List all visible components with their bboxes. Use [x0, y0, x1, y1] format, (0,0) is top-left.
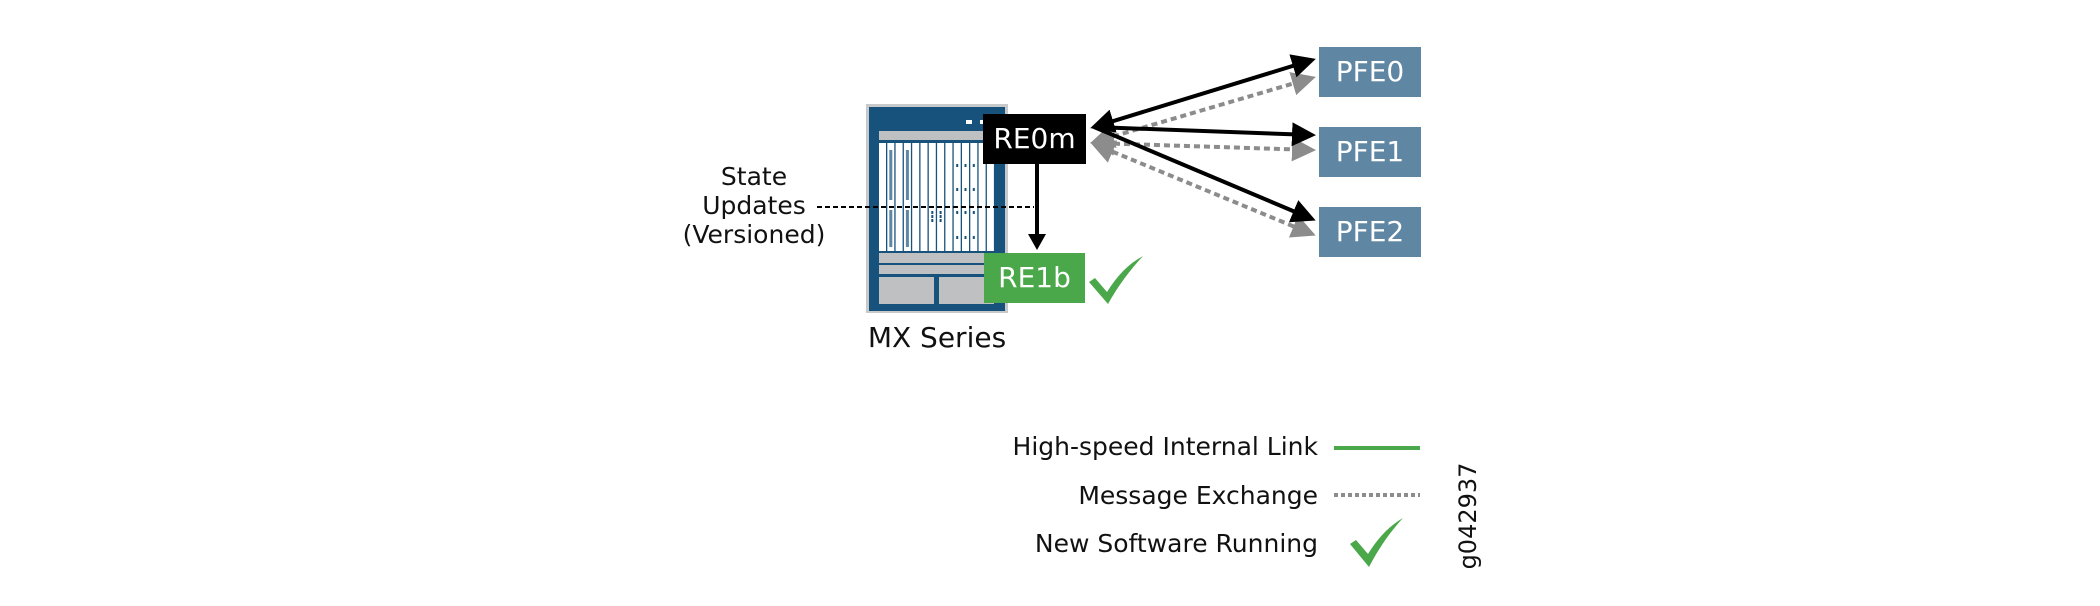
chassis-led [972, 211, 975, 214]
chassis-slot [895, 143, 903, 251]
device-label: MX Series [868, 321, 1006, 354]
chassis-led [972, 164, 975, 167]
chassis-led [972, 236, 975, 239]
chassis-psu [879, 277, 934, 304]
pfe2-node[interactable]: PFE2 [1319, 207, 1421, 257]
re0m-label: RE0m [993, 122, 1075, 155]
checkmark-icon [1089, 256, 1143, 304]
link-re0m-pfe2 [1093, 125, 1316, 223]
pfe0-label: PFE0 [1336, 55, 1405, 88]
chassis-card-detail [889, 210, 893, 247]
chassis-slot [937, 143, 945, 251]
chassis-led [956, 236, 959, 239]
message-exchange-pfe1 [1090, 131, 1316, 162]
figure-id: g042937 [1454, 463, 1482, 570]
pfe1-box[interactable] [1319, 127, 1421, 177]
chassis-led [931, 211, 934, 214]
state-updates-line3: (Versioned) [683, 220, 826, 249]
chassis-slot [978, 143, 986, 251]
re0m-node[interactable]: RE0m [983, 114, 1086, 164]
chassis-slot [912, 143, 920, 251]
chassis-led [939, 219, 942, 222]
chassis-slot [970, 143, 978, 251]
state-updates-line2: Updates [702, 191, 806, 220]
chassis-led [964, 211, 967, 214]
legend-item-message-exchange: Message Exchange [1078, 481, 1420, 510]
chassis-led [964, 164, 967, 167]
chassis-led [956, 211, 959, 214]
legend-item-new-software: New Software Running [1035, 518, 1403, 567]
link-re0m-pfe1 [1093, 122, 1316, 147]
chassis-led [972, 188, 975, 191]
chassis-card-detail [889, 150, 893, 200]
pfe0-node[interactable]: PFE0 [1319, 47, 1421, 97]
legend-item-internal-link: High-speed Internal Link [1013, 432, 1420, 461]
re0m-to-re1b-arrowhead [1028, 234, 1046, 250]
chassis-slot [920, 143, 928, 251]
re1b-node[interactable]: RE1b [984, 253, 1085, 303]
chassis-led [956, 164, 959, 167]
chassis-slot [962, 143, 969, 251]
pfe2-label: PFE2 [1336, 215, 1405, 248]
message-exchange-pfe2 [1090, 140, 1316, 238]
chassis-slot [879, 143, 886, 251]
legend-label: New Software Running [1035, 529, 1318, 558]
legend-label: High-speed Internal Link [1013, 432, 1319, 461]
chassis-card-slots [879, 143, 994, 251]
pfe1-node[interactable]: PFE1 [1319, 127, 1421, 177]
pfe2-box[interactable] [1319, 207, 1421, 257]
pfe-links [1090, 54, 1316, 238]
chassis-slot [945, 143, 953, 251]
chassis-top-bar [879, 131, 994, 140]
chassis-card-detail [905, 150, 909, 200]
chassis-slot [953, 143, 961, 251]
link-re0m-pfe0 [1090, 54, 1316, 133]
legend: High-speed Internal Link Message Exchang… [1013, 432, 1420, 567]
chassis-led [939, 215, 942, 218]
chassis-card-detail [905, 210, 909, 247]
chassis-bottom-bar [879, 265, 994, 274]
re0m-box[interactable] [983, 114, 1086, 164]
chassis-led [956, 188, 959, 191]
pfe1-label: PFE1 [1336, 135, 1405, 168]
checkmark-icon [1350, 518, 1403, 567]
chassis-slot [928, 143, 936, 251]
chassis-led [931, 215, 934, 218]
chassis-led [939, 211, 942, 214]
state-updates-line1: State [721, 162, 787, 191]
re1b-box[interactable] [984, 253, 1085, 303]
chassis-led [964, 188, 967, 191]
pfe0-box[interactable] [1319, 47, 1421, 97]
chassis-bottom-bar [879, 253, 994, 263]
state-updates-label: State Updates (Versioned) [683, 162, 826, 249]
re1b-label: RE1b [998, 261, 1071, 294]
chassis-led [931, 219, 934, 222]
chassis-indicator [966, 120, 972, 124]
legend-label: Message Exchange [1078, 481, 1318, 510]
chassis-slot [986, 143, 994, 251]
chassis-led [964, 236, 967, 239]
